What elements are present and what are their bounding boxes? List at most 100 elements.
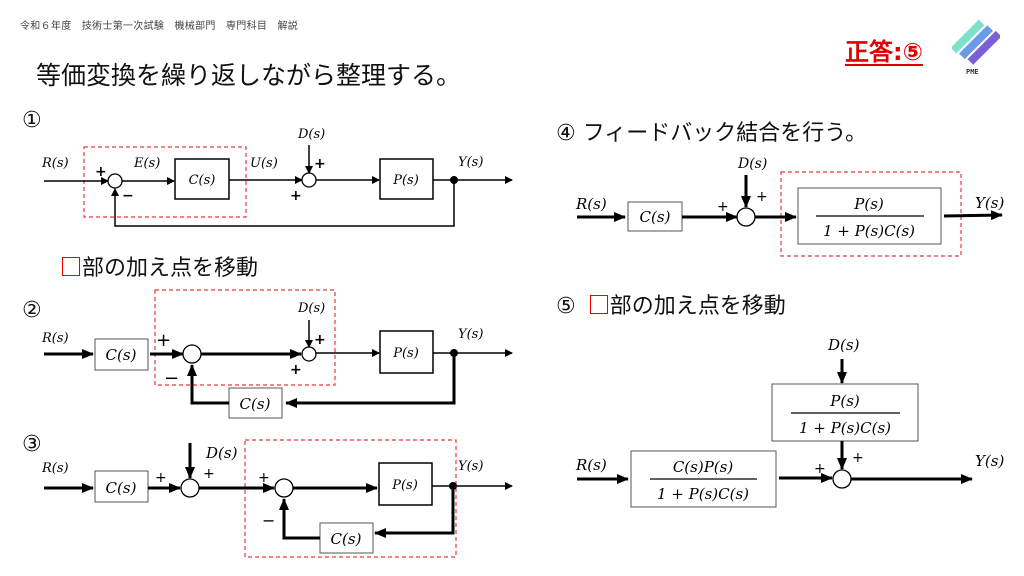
controller-block: [94, 470, 149, 503]
signal-label-e: E(s): [133, 156, 160, 171]
logo-stripe-1: [952, 19, 985, 54]
diagram-4: C(s) P(s) 1 + P(s)C(s) R(s) D(s) Y(s) + …: [575, 156, 1004, 257]
feedback-controller-block: [228, 387, 283, 419]
highlight-box: [244, 439, 457, 558]
signal-label-d: D(s): [737, 156, 767, 172]
step-3-number: ③: [22, 432, 42, 457]
step-5-number: ⑤: [556, 294, 576, 319]
signal-label-r: R(s): [41, 331, 69, 346]
summing-junction: [301, 346, 317, 362]
logo-text: PME: [966, 68, 979, 76]
sign-plus: +: [314, 156, 326, 172]
signal-label-y: Y(s): [975, 452, 1004, 470]
signal-label-r: R(s): [575, 195, 607, 213]
diagram-1: C(s) P(s) R(s) E(s) U(s) D(s) Y(s) + − +…: [41, 127, 513, 227]
step-1-note-text: 部の加え点を移動: [82, 256, 259, 281]
summing-junction: [107, 173, 123, 189]
diagram-3: C(s) P(s) C(s) R(s) D(s) Y(s) + + + −: [41, 439, 513, 558]
step-1-note: 部の加え点を移動: [62, 250, 258, 282]
sign-minus: −: [122, 188, 134, 204]
page-title: 等価変換を繰り返しながら整理する。: [36, 61, 462, 90]
step-4-number: ④: [556, 121, 576, 146]
signal-label-r: R(s): [41, 461, 69, 476]
sign-plus: +: [95, 164, 107, 180]
block-label: C(s): [331, 530, 362, 548]
plant-block: [379, 330, 434, 374]
feedback-line: [111, 180, 455, 227]
step-1-number: ①: [22, 108, 42, 133]
highlight-box: [154, 289, 336, 386]
red-square-icon: [589, 295, 608, 314]
sign-minus: −: [262, 511, 275, 530]
logo-stripe-2: [959, 25, 993, 60]
highlight-box: [780, 171, 962, 257]
signal-label-u: U(s): [250, 156, 278, 171]
summing-junction: [736, 207, 756, 227]
diagram-2: C(s) P(s) C(s) R(s) D(s) Y(s) + − + +: [41, 289, 513, 419]
sign-plus: +: [717, 199, 729, 215]
sign-plus: +: [290, 362, 302, 378]
feedback-controller-block: [319, 522, 374, 554]
summing-junction: [301, 172, 317, 188]
diagram-5: P(s) 1 + P(s)C(s) C(s)P(s) 1 + P(s)C(s) …: [575, 336, 1004, 508]
controller-block: [174, 158, 230, 200]
controller-block: [627, 201, 683, 232]
signal-label-d: D(s): [297, 127, 325, 142]
summing-junction: [274, 478, 294, 498]
controller-block: [94, 338, 149, 371]
sign-plus: +: [756, 189, 768, 205]
logo-stripe-3: [967, 30, 1000, 65]
fraction-numerator: C(s)P(s): [673, 458, 734, 476]
summing-junction: [180, 478, 200, 498]
sign-plus: +: [852, 450, 864, 466]
block-label: C(s): [640, 208, 671, 226]
step-5-heading: ⑤ 部の加え点を移動: [556, 288, 786, 320]
plant-block: [379, 158, 434, 200]
summing-junction: [182, 344, 202, 364]
signal-label-y: Y(s): [458, 327, 483, 342]
signal-label-r: R(s): [575, 456, 607, 474]
sign-plus: +: [258, 470, 270, 486]
feedback-line: [374, 486, 455, 538]
signal-label-y: Y(s): [458, 459, 483, 474]
sign-plus: +: [156, 330, 171, 351]
fraction-denominator: 1 + P(s)C(s): [799, 419, 891, 437]
step-4-caption: フィードバック結合を行う。: [582, 121, 867, 146]
signal-label-y: Y(s): [458, 155, 483, 170]
block-label: P(s): [391, 478, 418, 493]
highlight-box: [83, 146, 247, 218]
block-label: C(s): [240, 395, 271, 413]
feedback-line: [279, 498, 320, 540]
block-label: P(s): [392, 173, 419, 188]
fraction-numerator: P(s): [853, 195, 884, 213]
fraction-denominator: 1 + P(s)C(s): [823, 222, 915, 240]
signal-label-d: D(s): [297, 301, 325, 316]
signal-label-y: Y(s): [975, 194, 1004, 212]
pme-logo-icon: [952, 19, 1000, 65]
red-square-icon: [62, 257, 80, 276]
output-line: [943, 210, 1003, 221]
answer-label: 正答:⑤: [845, 38, 923, 66]
signal-label-d: D(s): [205, 444, 238, 462]
fraction-numerator: P(s): [829, 392, 860, 410]
block-label: C(s): [106, 346, 137, 364]
summing-junction: [832, 469, 852, 489]
sign-plus: +: [155, 470, 167, 486]
signal-label-d: D(s): [827, 336, 860, 354]
sign-minus: −: [164, 368, 179, 389]
block-label: P(s): [392, 346, 419, 361]
feedback-line: [187, 364, 229, 405]
sign-plus: +: [314, 332, 326, 348]
block-label: C(s): [106, 479, 137, 497]
breadcrumb: 令和６年度 技術士第一次試験 機械部門 専門科目 解説: [20, 21, 299, 32]
feedback-line: [285, 353, 456, 408]
sign-plus: +: [814, 461, 826, 477]
block-label: C(s): [189, 173, 216, 188]
sign-plus: +: [203, 466, 215, 482]
step-5-caption: 部の加え点を移動: [609, 294, 786, 319]
plant-block: [378, 462, 433, 506]
step-4-heading: ④ フィードバック結合を行う。: [556, 115, 867, 147]
step-2-number: ②: [22, 298, 42, 323]
signal-label-r: R(s): [41, 156, 69, 171]
